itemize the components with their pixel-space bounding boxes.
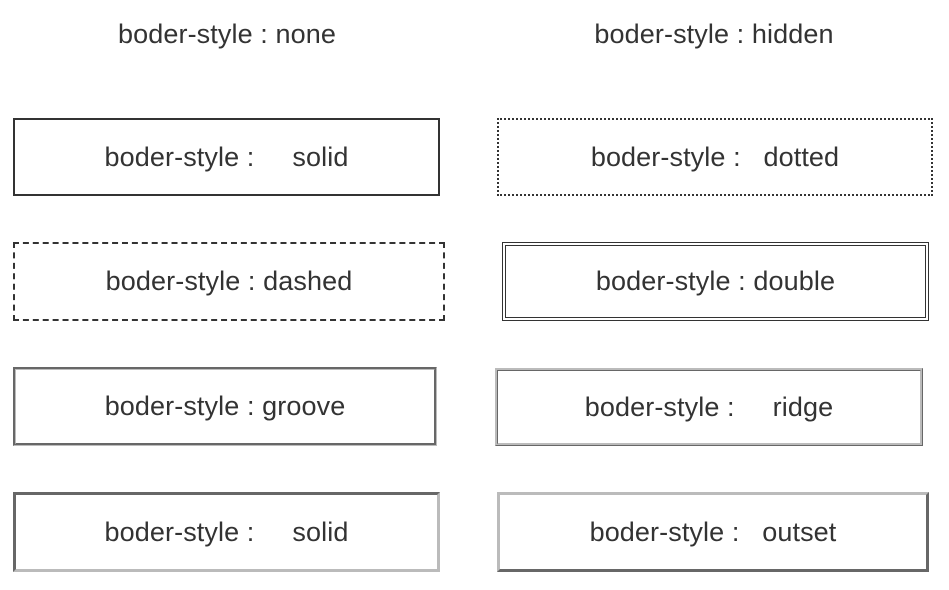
border-style-ridge-label: boder-style : ridge: [584, 391, 834, 422]
border-style-groove-box: boder-style : groove: [13, 367, 437, 446]
border-style-none-label: boder-style : none: [118, 18, 336, 49]
border-style-solid-label: boder-style : solid: [104, 141, 349, 172]
border-style-solid-box: boder-style : solid: [13, 118, 440, 196]
border-style-dashed-label: boder-style : dashed: [105, 266, 353, 296]
border-style-dotted-box: boder-style : dotted: [497, 118, 933, 196]
border-style-groove-label: boder-style : groove: [104, 391, 346, 421]
border-style-outset-label: boder-style : outset: [589, 516, 837, 547]
border-style-outset-box: boder-style : outset: [497, 492, 929, 572]
border-style-none-box: boder-style : none: [14, 6, 440, 62]
border-style-double-box: boder-style : double: [502, 242, 929, 321]
border-style-hidden-label: boder-style : hidden: [594, 18, 834, 49]
border-style-double-label: boder-style : double: [595, 266, 836, 296]
border-style-dashed-box: boder-style : dashed: [13, 242, 445, 321]
border-style-dotted-label: boder-style : dotted: [590, 141, 840, 172]
border-style-inset-box: boder-style : solid: [13, 492, 440, 572]
border-style-hidden-box: boder-style : hidden: [498, 6, 930, 62]
border-style-ridge-box: boder-style : ridge: [495, 368, 923, 446]
border-style-inset-label: boder-style : solid: [104, 516, 349, 547]
